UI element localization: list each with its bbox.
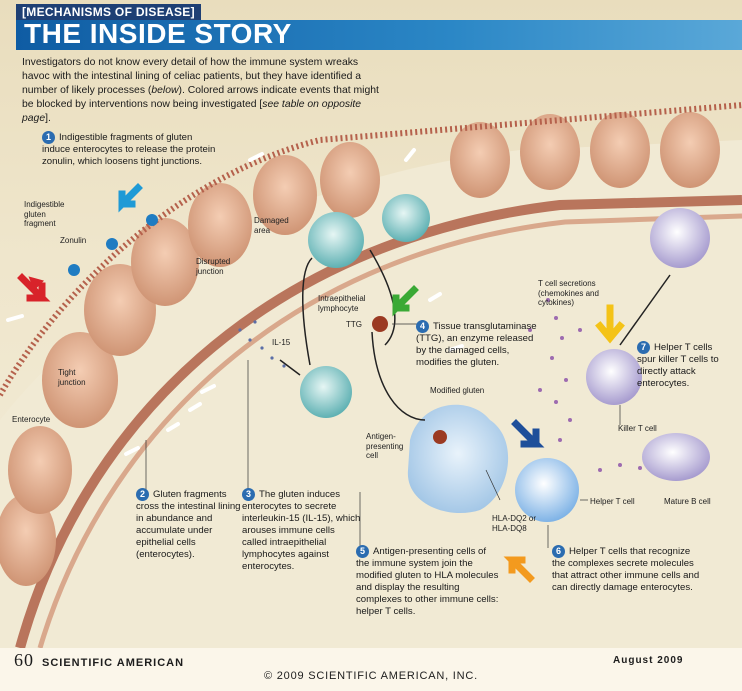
intro-see-table: see table on opposite page — [22, 99, 362, 124]
label-mature-b-cell: Mature B cell — [664, 497, 711, 506]
enterocyte-cell — [0, 494, 56, 586]
intro-paragraph: Investigators do not know every detail o… — [22, 56, 382, 126]
step-badge: 5 — [356, 545, 369, 558]
enterocyte-cell — [520, 114, 580, 190]
step-badge: 6 — [552, 545, 565, 558]
mature-b-cell — [642, 433, 710, 481]
il15-dots — [238, 320, 286, 368]
orange-arrow-icon — [503, 556, 535, 583]
navy-arrow-icon — [511, 419, 545, 448]
label-tight-junction: Tight junction — [58, 368, 86, 387]
section-kicker: [MECHANISMS OF DISEASE] — [16, 4, 201, 20]
enterocyte-cell — [131, 218, 199, 306]
step-text: Antigen-presenting cells of the immune s… — [356, 546, 499, 617]
basement-membrane — [15, 195, 742, 648]
enterocyte-cell — [320, 142, 380, 218]
zonulin-icon — [106, 238, 118, 250]
intro-part-1: Investigators do not know every detail o… — [22, 57, 362, 96]
enterocyte-cell — [660, 112, 720, 188]
flow-arrow — [279, 359, 301, 376]
label-enterocyte: Enterocyte — [12, 415, 51, 424]
footer-left: 60 SCIENTIFIC AMERICAN — [14, 650, 184, 671]
label-modified-gluten: Modified gluten — [430, 386, 485, 395]
ttg-enzyme-icon — [372, 316, 388, 332]
step-badge: 7 — [637, 341, 650, 354]
enterocyte-cell — [450, 122, 510, 198]
enterocyte-cell — [42, 332, 118, 428]
intraepithelial-lymphocyte-cell — [308, 212, 364, 268]
leader-line — [485, 469, 501, 501]
blue-arrow-icon — [118, 183, 143, 213]
page-number: 60 — [14, 650, 34, 670]
yellow-arrow-icon — [595, 304, 625, 344]
magazine-name: SCIENTIFIC AMERICAN — [42, 657, 185, 669]
copyright-notice: © 2009 SCIENTIFIC AMERICAN, INC. — [263, 670, 479, 682]
step-text: The gluten induces enterocytes to secret… — [242, 489, 361, 572]
activated-lymphocyte-cell — [300, 366, 352, 418]
step-text: Indigestible fragments of gluten induce … — [42, 132, 216, 167]
title-bar — [16, 20, 742, 50]
enterocyte-cell — [590, 112, 650, 188]
flow-arrow — [301, 257, 313, 366]
intro-part-3: ]. — [45, 113, 51, 124]
label-hla: HLA-DQ2 or HLA-DQ8 — [492, 514, 537, 533]
label-damaged-area: Damaged area — [254, 216, 289, 235]
zonulin-icon — [146, 214, 158, 226]
green-arrow-icon — [392, 285, 419, 317]
issue-date: August 2009 — [613, 655, 684, 666]
label-helper-t-cell: Helper T cell — [590, 497, 635, 506]
basement-membrane-inner — [37, 213, 742, 648]
lymphocyte-cell — [382, 194, 430, 242]
enterocyte-cell — [8, 426, 72, 514]
intro-part-2: ). Colored arrows indicate events that m… — [22, 85, 379, 110]
gluten-fragments — [6, 148, 464, 456]
intro-below: below — [151, 85, 179, 96]
step-badge: 1 — [42, 131, 55, 144]
label-t-cell-secretions: T cell secretions (chemokines and cytoki… — [538, 279, 599, 307]
enterocyte-cell — [253, 155, 317, 235]
step-text: Gluten fragments cross the intestinal li… — [136, 489, 241, 560]
flow-arrow — [619, 274, 671, 346]
label-antigen-presenting-cell: Antigen-presenting cell — [366, 432, 404, 460]
label-disrupted-junction: Disrupted junction — [196, 257, 231, 276]
label-il15: IL-15 — [272, 338, 291, 347]
killer-t-cell-upper — [650, 208, 710, 268]
label-zonulin: Zonulin — [60, 236, 87, 245]
label-indigestible-gluten-fragment: Indigestible gluten fragment — [24, 200, 65, 228]
label-killer-t-cell: Killer T cell — [618, 424, 657, 433]
step-badge: 2 — [136, 488, 149, 501]
step-badge: 3 — [242, 488, 255, 501]
step-text: Helper T cells that recognize the comple… — [552, 546, 700, 593]
page-title: THE INSIDE STORY — [24, 18, 292, 49]
killer-t-cell — [586, 349, 642, 405]
red-arrow-icon — [17, 273, 51, 302]
zonulin-icon — [68, 264, 80, 276]
antigen-presenting-cell-shape — [407, 404, 509, 514]
helper-t-cell — [515, 458, 579, 522]
cytokine-dots — [528, 298, 642, 472]
enterocyte-cell — [188, 183, 252, 267]
label-ttg: TTG — [346, 320, 362, 329]
step-badge: 4 — [416, 320, 429, 333]
enterocyte-layer — [0, 102, 742, 586]
step-text: Helper T cells spur killer T cells to di… — [637, 342, 719, 389]
modified-gluten-icon — [433, 430, 447, 444]
flow-arrow — [371, 331, 426, 421]
label-intraepithelial-lymphocyte: Intraepithelial lymphocyte — [318, 294, 366, 313]
celiac-diagram — [0, 102, 742, 648]
step-text: Tissue transglutaminase (TTG), an enzyme… — [416, 321, 537, 368]
